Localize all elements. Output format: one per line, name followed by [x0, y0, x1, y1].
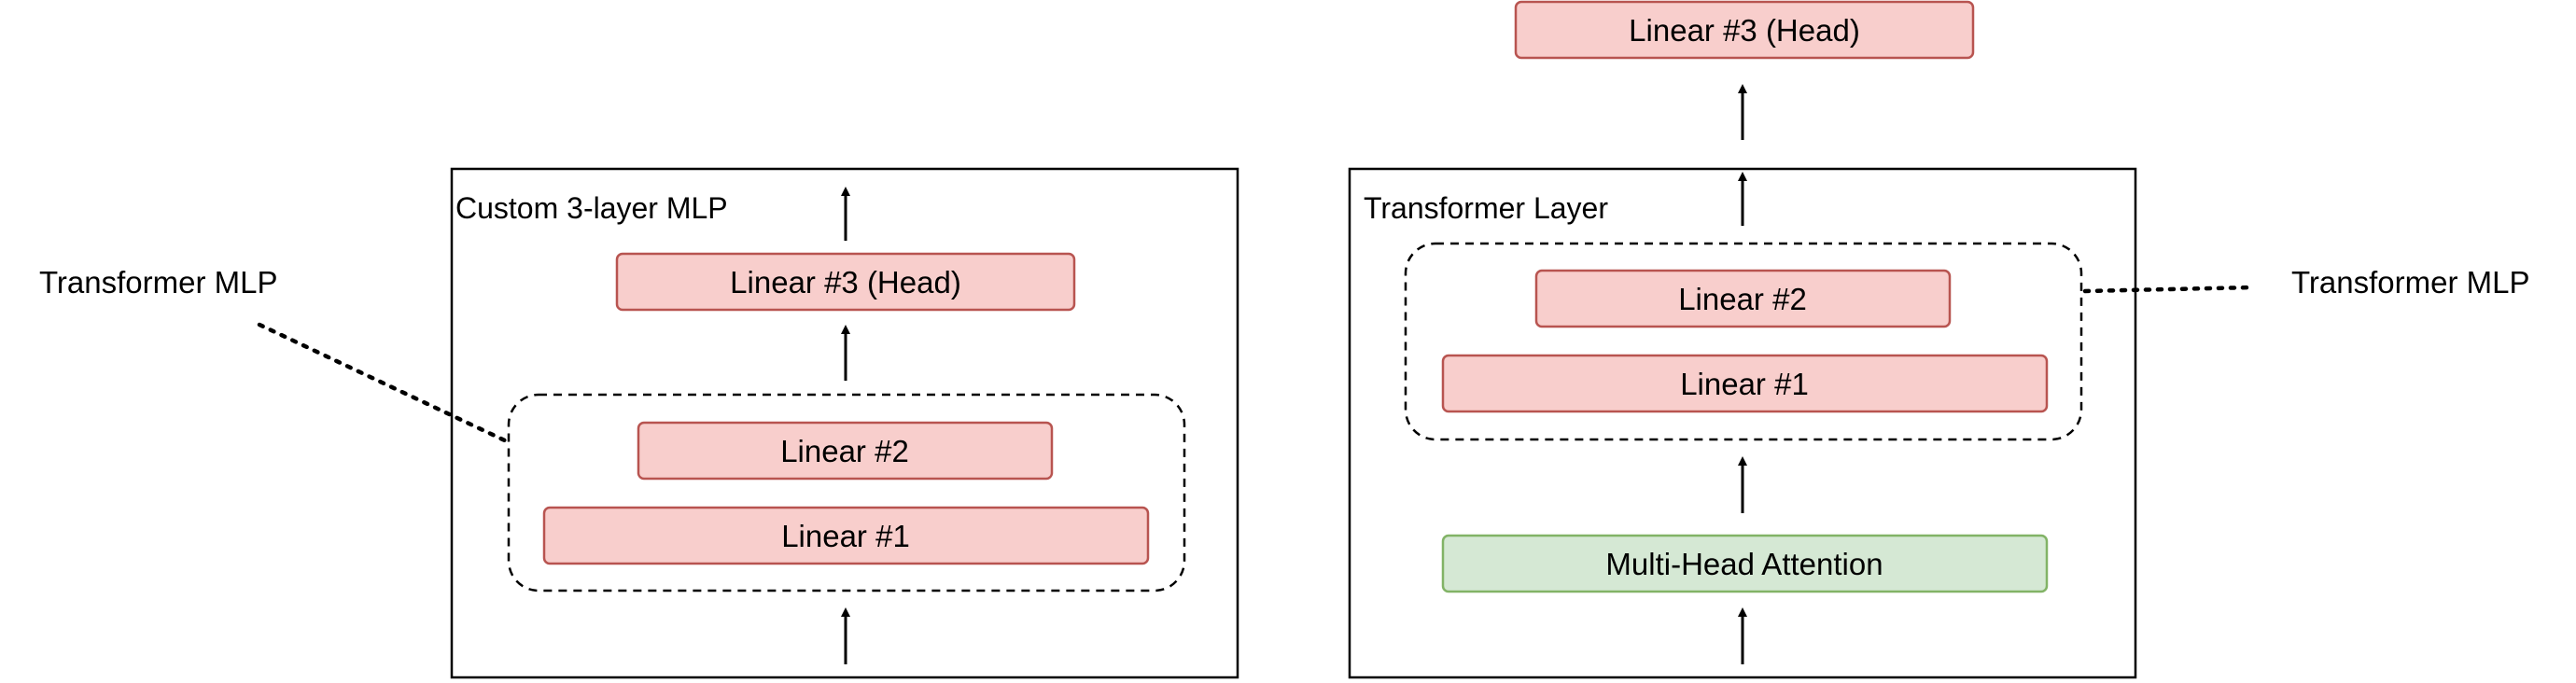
right-transformer-mlp-group: [1404, 242, 2083, 441]
right-callout: Transformer MLP: [2082, 265, 2530, 300]
left-transformer-mlp-group: [507, 393, 1186, 592]
right-attention-label: Multi-Head Attention: [1605, 547, 1883, 581]
left-panel-title: Custom 3-layer MLP: [455, 191, 728, 225]
left-panel: Custom 3-layer MLP Linear #3 (Head) Line…: [450, 167, 1239, 679]
right-linear2-block: [1534, 269, 1952, 328]
left-callout: Transformer MLP: [39, 265, 511, 445]
right-panel: Transformer Layer Linear #2 Linear #1 Mu…: [1348, 167, 2137, 679]
left-linear3-head-block: [615, 252, 1076, 312]
left-callout-dotted-line: [257, 322, 511, 445]
right-linear1-label: Linear #1: [1680, 367, 1809, 401]
left-linear1-label: Linear #1: [781, 519, 910, 553]
right-linear3-head-block: [1514, 0, 1975, 60]
right-callout-label: Transformer MLP: [2291, 265, 2530, 300]
left-linear2-label: Linear #2: [780, 434, 909, 468]
left-linear2-block: [637, 421, 1054, 481]
right-linear2-label: Linear #2: [1678, 282, 1807, 316]
left-panel-frame: [450, 167, 1239, 679]
right-attention-block: [1441, 534, 2049, 593]
right-panel-frame: [1348, 167, 2137, 679]
right-linear1-block: [1441, 354, 2049, 413]
left-callout-label: Transformer MLP: [39, 265, 278, 300]
right-callout-dotted-line: [2082, 285, 2256, 294]
left-linear1-block: [542, 506, 1150, 565]
left-linear3-head-label: Linear #3 (Head): [730, 265, 961, 300]
right-panel-title: Transformer Layer: [1364, 191, 1608, 225]
right-linear3-head-label: Linear #3 (Head): [1629, 13, 1860, 48]
